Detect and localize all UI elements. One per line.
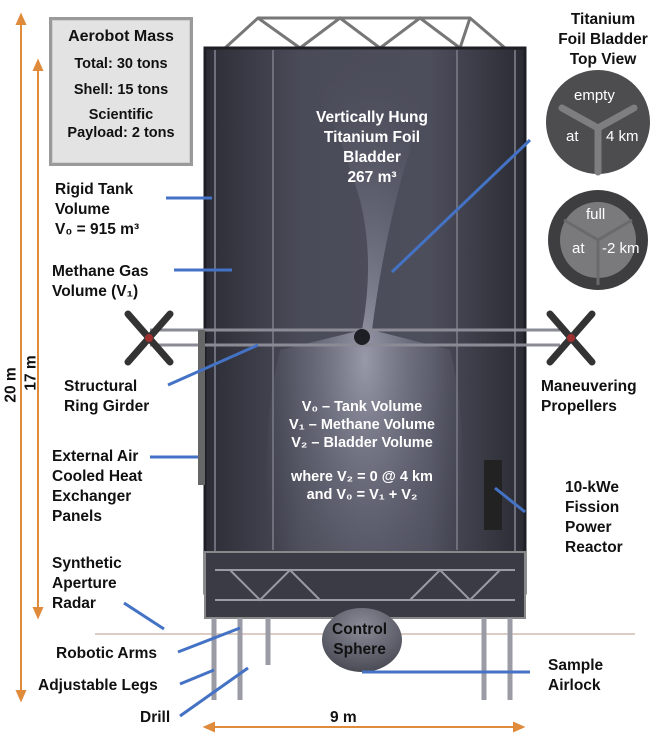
mass-title: Aerobot Mass <box>68 28 174 45</box>
label-drill: Drill <box>140 709 171 726</box>
empty-right: 4 km <box>606 128 639 145</box>
control-sphere <box>322 608 402 672</box>
titanium-bladder <box>266 60 464 560</box>
heat-exchanger-panel <box>198 330 205 485</box>
mass-payload-1: Scientific <box>88 107 154 123</box>
mass-shell: Shell: 15 tons <box>73 82 169 98</box>
central-hub <box>354 329 370 345</box>
full-right: -2 km <box>602 240 640 257</box>
tank-ribs <box>214 50 516 590</box>
dim-20m: 20 m <box>2 367 20 403</box>
leader-lines <box>123 138 532 718</box>
label-arms: Robotic Arms <box>56 645 158 662</box>
full-top: full <box>586 206 606 223</box>
dim-17m: 17 m <box>22 355 40 391</box>
empty-top: empty <box>574 87 615 104</box>
fission-reactor <box>484 460 502 530</box>
legs <box>211 618 513 700</box>
full-left: at <box>572 240 585 257</box>
dim-9m: 9 m <box>330 709 357 726</box>
ring-girder <box>150 328 560 347</box>
dimension-arrows <box>15 12 526 733</box>
aerobot-mass-box: Aerobot Mass Total: 30 tons Shell: 15 to… <box>49 17 193 166</box>
label-legs: Adjustable Legs <box>38 677 158 694</box>
mass-payload-2: Payload: 2 tons <box>67 125 175 141</box>
full-bladder-top-view <box>548 190 648 290</box>
mass-total: Total: 30 tons <box>74 56 168 72</box>
empty-bladder-top-view <box>546 70 650 176</box>
top-truss <box>223 16 506 51</box>
empty-left: at <box>566 128 579 145</box>
